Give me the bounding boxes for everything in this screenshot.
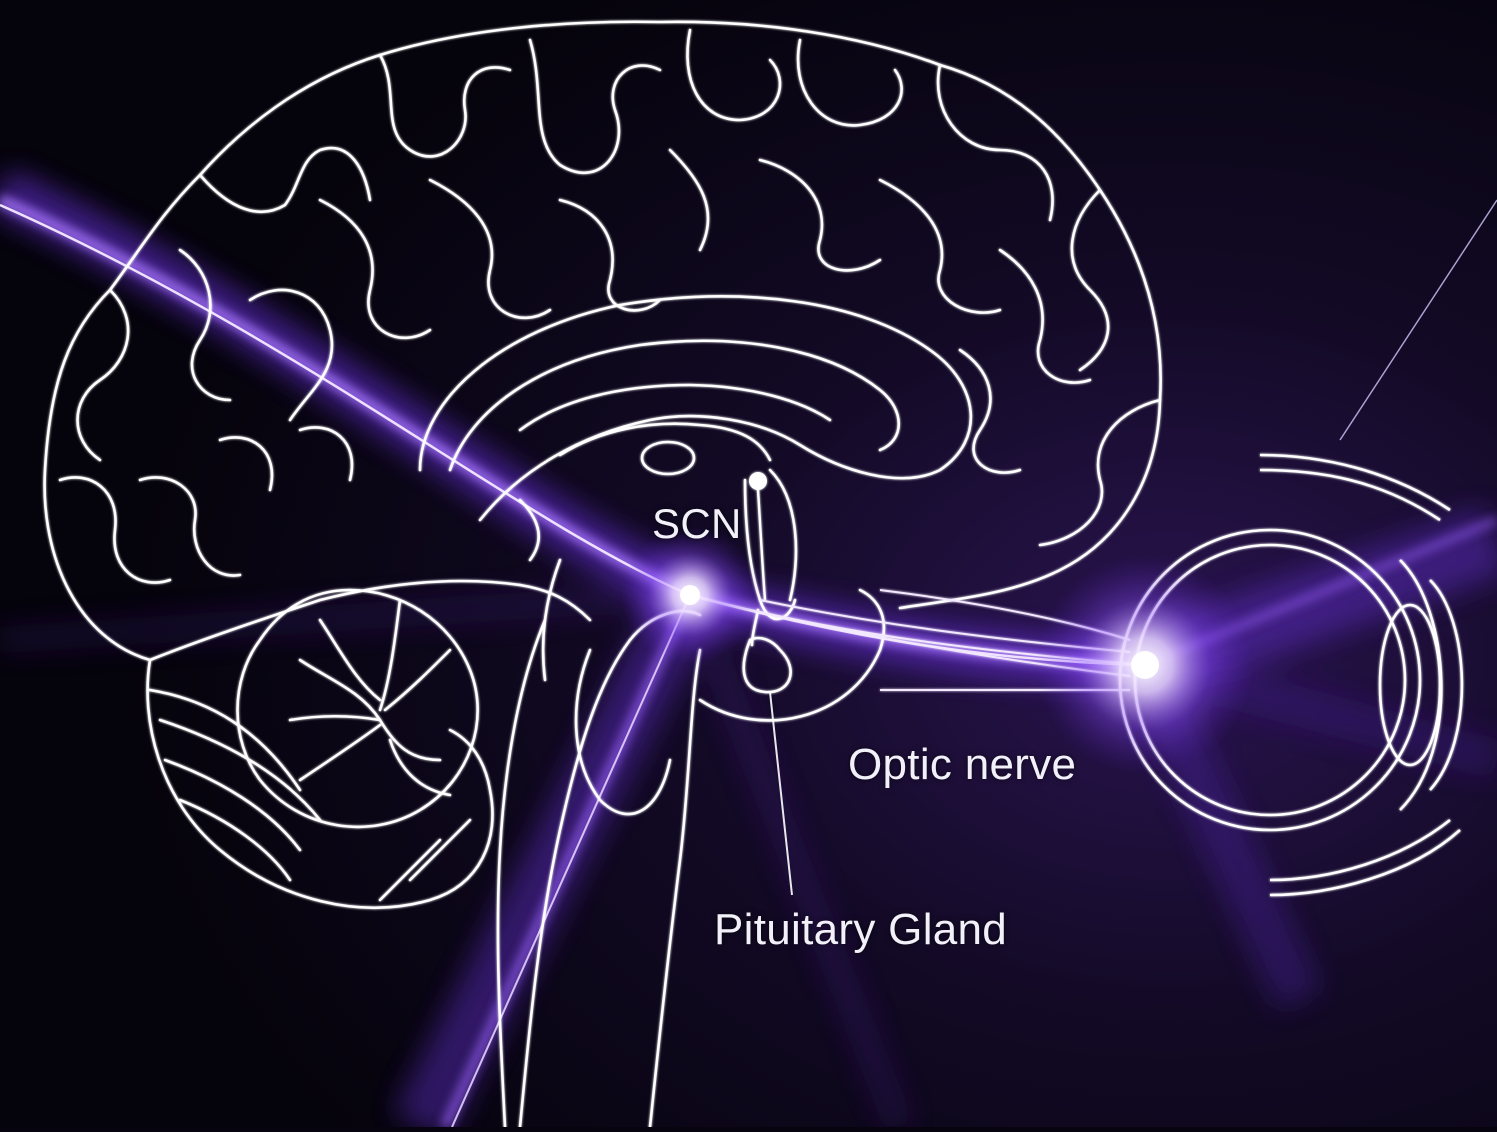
pituitary-gland-label: Pituitary Gland xyxy=(714,905,1007,955)
optic-nerve-label: Optic nerve xyxy=(848,740,1076,790)
scn-label: SCN xyxy=(652,500,742,548)
